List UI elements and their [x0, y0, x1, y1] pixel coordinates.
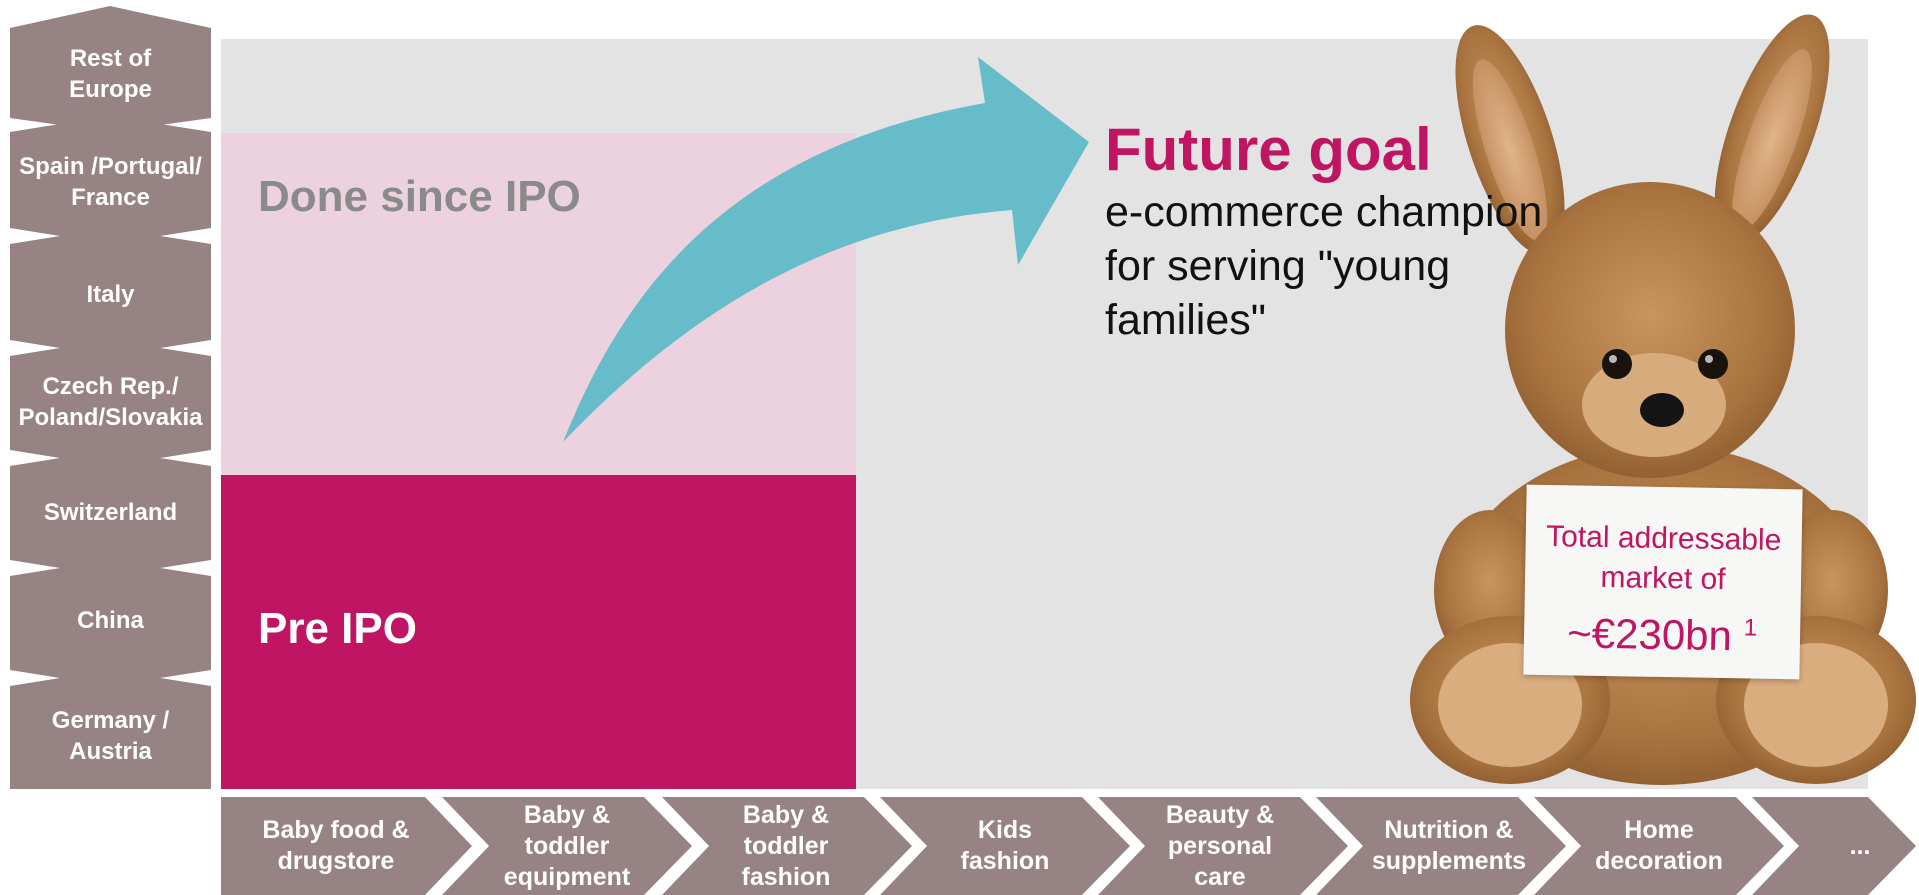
category-label-beauty-personal-care: Beauty & personal care	[1120, 797, 1320, 895]
category-label-nutrition-supplements: Nutrition & supplements	[1349, 797, 1549, 895]
tam-amount: ~€230bn 1	[1524, 597, 1801, 666]
category-label-text: Baby & toddler equipment	[503, 800, 631, 891]
region-shape-china	[10, 560, 211, 686]
category-shape-7	[1534, 797, 1784, 895]
category-label-text: Home decoration	[1595, 816, 1723, 875]
category-label-text: ...	[1849, 831, 1871, 860]
category-shape-4	[880, 797, 1130, 895]
region-label-china: China	[10, 578, 211, 662]
growth-arrow	[563, 57, 1089, 442]
region-label-text: Switzerland	[43, 498, 178, 526]
done-since-ipo-label: Done since IPO	[258, 172, 581, 221]
category-label-more: ...	[1760, 797, 1919, 895]
tam-card: Total addressable market of ~€230bn 1	[1523, 484, 1803, 680]
region-label-text: Germany / Austria	[51, 707, 170, 765]
region-label-text: Czech Rep./ Poland/Slovakia	[18, 373, 203, 431]
category-label-home-decoration: Home decoration	[1559, 797, 1759, 895]
region-shape-rest-of-europe	[10, 6, 211, 132]
category-label-baby-toddler-equipment: Baby & toddler equipment	[467, 797, 667, 895]
category-label-baby-toddler-fashion: Baby & toddler fashion	[686, 797, 886, 895]
region-label-text: China	[77, 606, 144, 634]
category-shape-6	[1316, 797, 1566, 895]
region-shape-germany-austria	[10, 670, 211, 789]
region-label-czech-poland-slovakia: Czech Rep./ Poland/Slovakia	[10, 360, 211, 444]
tam-label-line1: Total addressable	[1545, 519, 1782, 558]
category-label-text: Baby & toddler fashion	[741, 800, 831, 891]
category-shape-2	[442, 797, 692, 895]
region-label-spain-portugal-france: Spain /Portugal/ France	[10, 140, 211, 224]
category-label-text: Beauty & personal care	[1165, 800, 1275, 891]
pre-ipo-label: Pre IPO	[258, 604, 417, 653]
category-shape-5	[1098, 797, 1348, 895]
category-label-baby-food-drugstore: Baby food & drugstore	[236, 797, 436, 895]
future-goal-title: Future goal	[1105, 116, 1432, 183]
category-shape-3	[662, 797, 912, 895]
region-label-germany-austria: Germany / Austria	[10, 692, 211, 780]
region-shape-spain-portugal-france	[10, 116, 211, 244]
tam-label-line2: market of	[1600, 560, 1726, 597]
category-shape-8	[1752, 797, 1916, 895]
region-label-rest-of-europe: Rest of Europe	[10, 34, 211, 114]
tam-footnote: 1	[1743, 614, 1758, 642]
region-shape-italy	[10, 228, 211, 356]
future-goal-description: e-commerce champion for serving "young f…	[1105, 188, 1543, 344]
region-label-italy: Italy	[10, 252, 211, 336]
category-label-text: Baby food & drugstore	[262, 816, 410, 875]
region-shape-czech-poland-slovakia	[10, 340, 211, 466]
region-label-switzerland: Switzerland	[10, 470, 211, 554]
tam-amount-value: ~€230bn	[1566, 609, 1733, 660]
category-label-kids-fashion: Kids fashion	[905, 797, 1105, 895]
region-shape-switzerland	[10, 450, 211, 576]
category-label-text: Nutrition & supplements	[1371, 816, 1527, 875]
done-since-ipo-area	[221, 133, 856, 475]
category-label-text: Kids fashion	[960, 816, 1050, 875]
region-label-text: Italy	[86, 280, 135, 308]
pre-ipo-area	[221, 475, 856, 789]
region-label-text: Spain /Portugal/ France	[19, 153, 202, 211]
category-shape-1	[221, 797, 472, 895]
region-label-text: Rest of Europe	[69, 45, 152, 103]
